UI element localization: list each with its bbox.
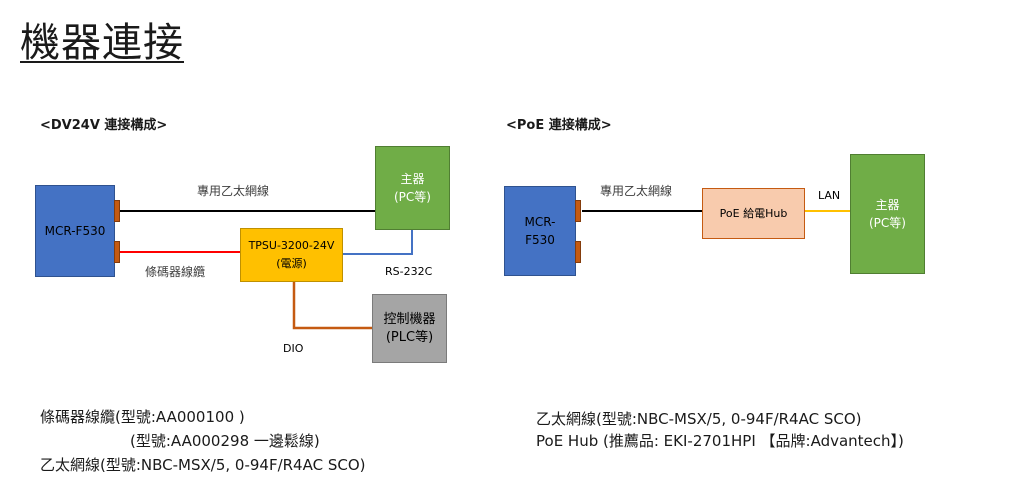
plc-box: 控制機器 (PLC等) [372,294,447,363]
note-right-1: 乙太網線(型號:NBC-MSX/5, 0-94F/R4AC SCO) [536,410,862,428]
note-left-2: (型號:AA000298 一邊鬆線) [130,432,320,450]
psu-label-line2: (電源) [276,257,307,270]
host-label-line2: (PC等) [394,190,431,204]
ethernet-cable-label-right: 專用乙太網線 [600,184,673,198]
note-left-1: 條碼器線纜(型號:AA000100 ) [40,408,245,426]
host-right-label-line1: 主器 [875,198,900,212]
reader-label: MCR-F530 [44,224,106,238]
ethernet-cable-label-left: 專用乙太網線 [197,184,270,198]
host-box-left: 主器 (PC等) [375,146,450,230]
lan-label: LAN [818,189,841,202]
note-right-2: PoE Hub (推薦品: EKI-2701HPI 【品牌:Advantech】… [536,432,904,450]
reader-label-line1: MCR- [524,215,556,229]
poe-hub-label: PoE 給電Hub [719,206,788,220]
dio-line [292,282,372,330]
page-title: 機器連接 [20,20,184,66]
poe-hub-box: PoE 給電Hub [702,188,805,239]
psu-box: TPSU-3200-24V (電源) [240,228,343,282]
ethernet-port-left [114,200,120,222]
psu-label-line1: TPSU-3200-24V [248,239,335,252]
note-left-3: 乙太網線(型號:NBC-MSX/5, 0-94F/R4AC SCO) [40,456,366,474]
dio-label: DIO [283,342,304,355]
power-port-right [575,241,581,263]
ethernet-port-right [575,200,581,222]
rs232-label: RS-232C [385,265,433,278]
host-box-right: 主器 (PC等) [850,154,925,274]
host-right-label-line2: (PC等) [869,216,906,230]
reader-box-right: MCR- F530 [504,186,576,276]
reader-box-left: MCR-F530 [35,185,115,277]
section-label-dv24v: <DV24V 連接構成> [40,118,168,133]
power-port-left [114,241,120,263]
host-label-line1: 主器 [400,172,425,186]
plc-label-line1: 控制機器 [383,311,436,327]
rs232-line [343,230,413,255]
section-label-poe: <PoE 連接構成> [506,118,612,133]
plc-label-line2: (PLC等) [385,329,434,345]
reader-label-line2: F530 [525,233,555,247]
barcode-cable-label: 條碼器線纜 [145,265,206,279]
